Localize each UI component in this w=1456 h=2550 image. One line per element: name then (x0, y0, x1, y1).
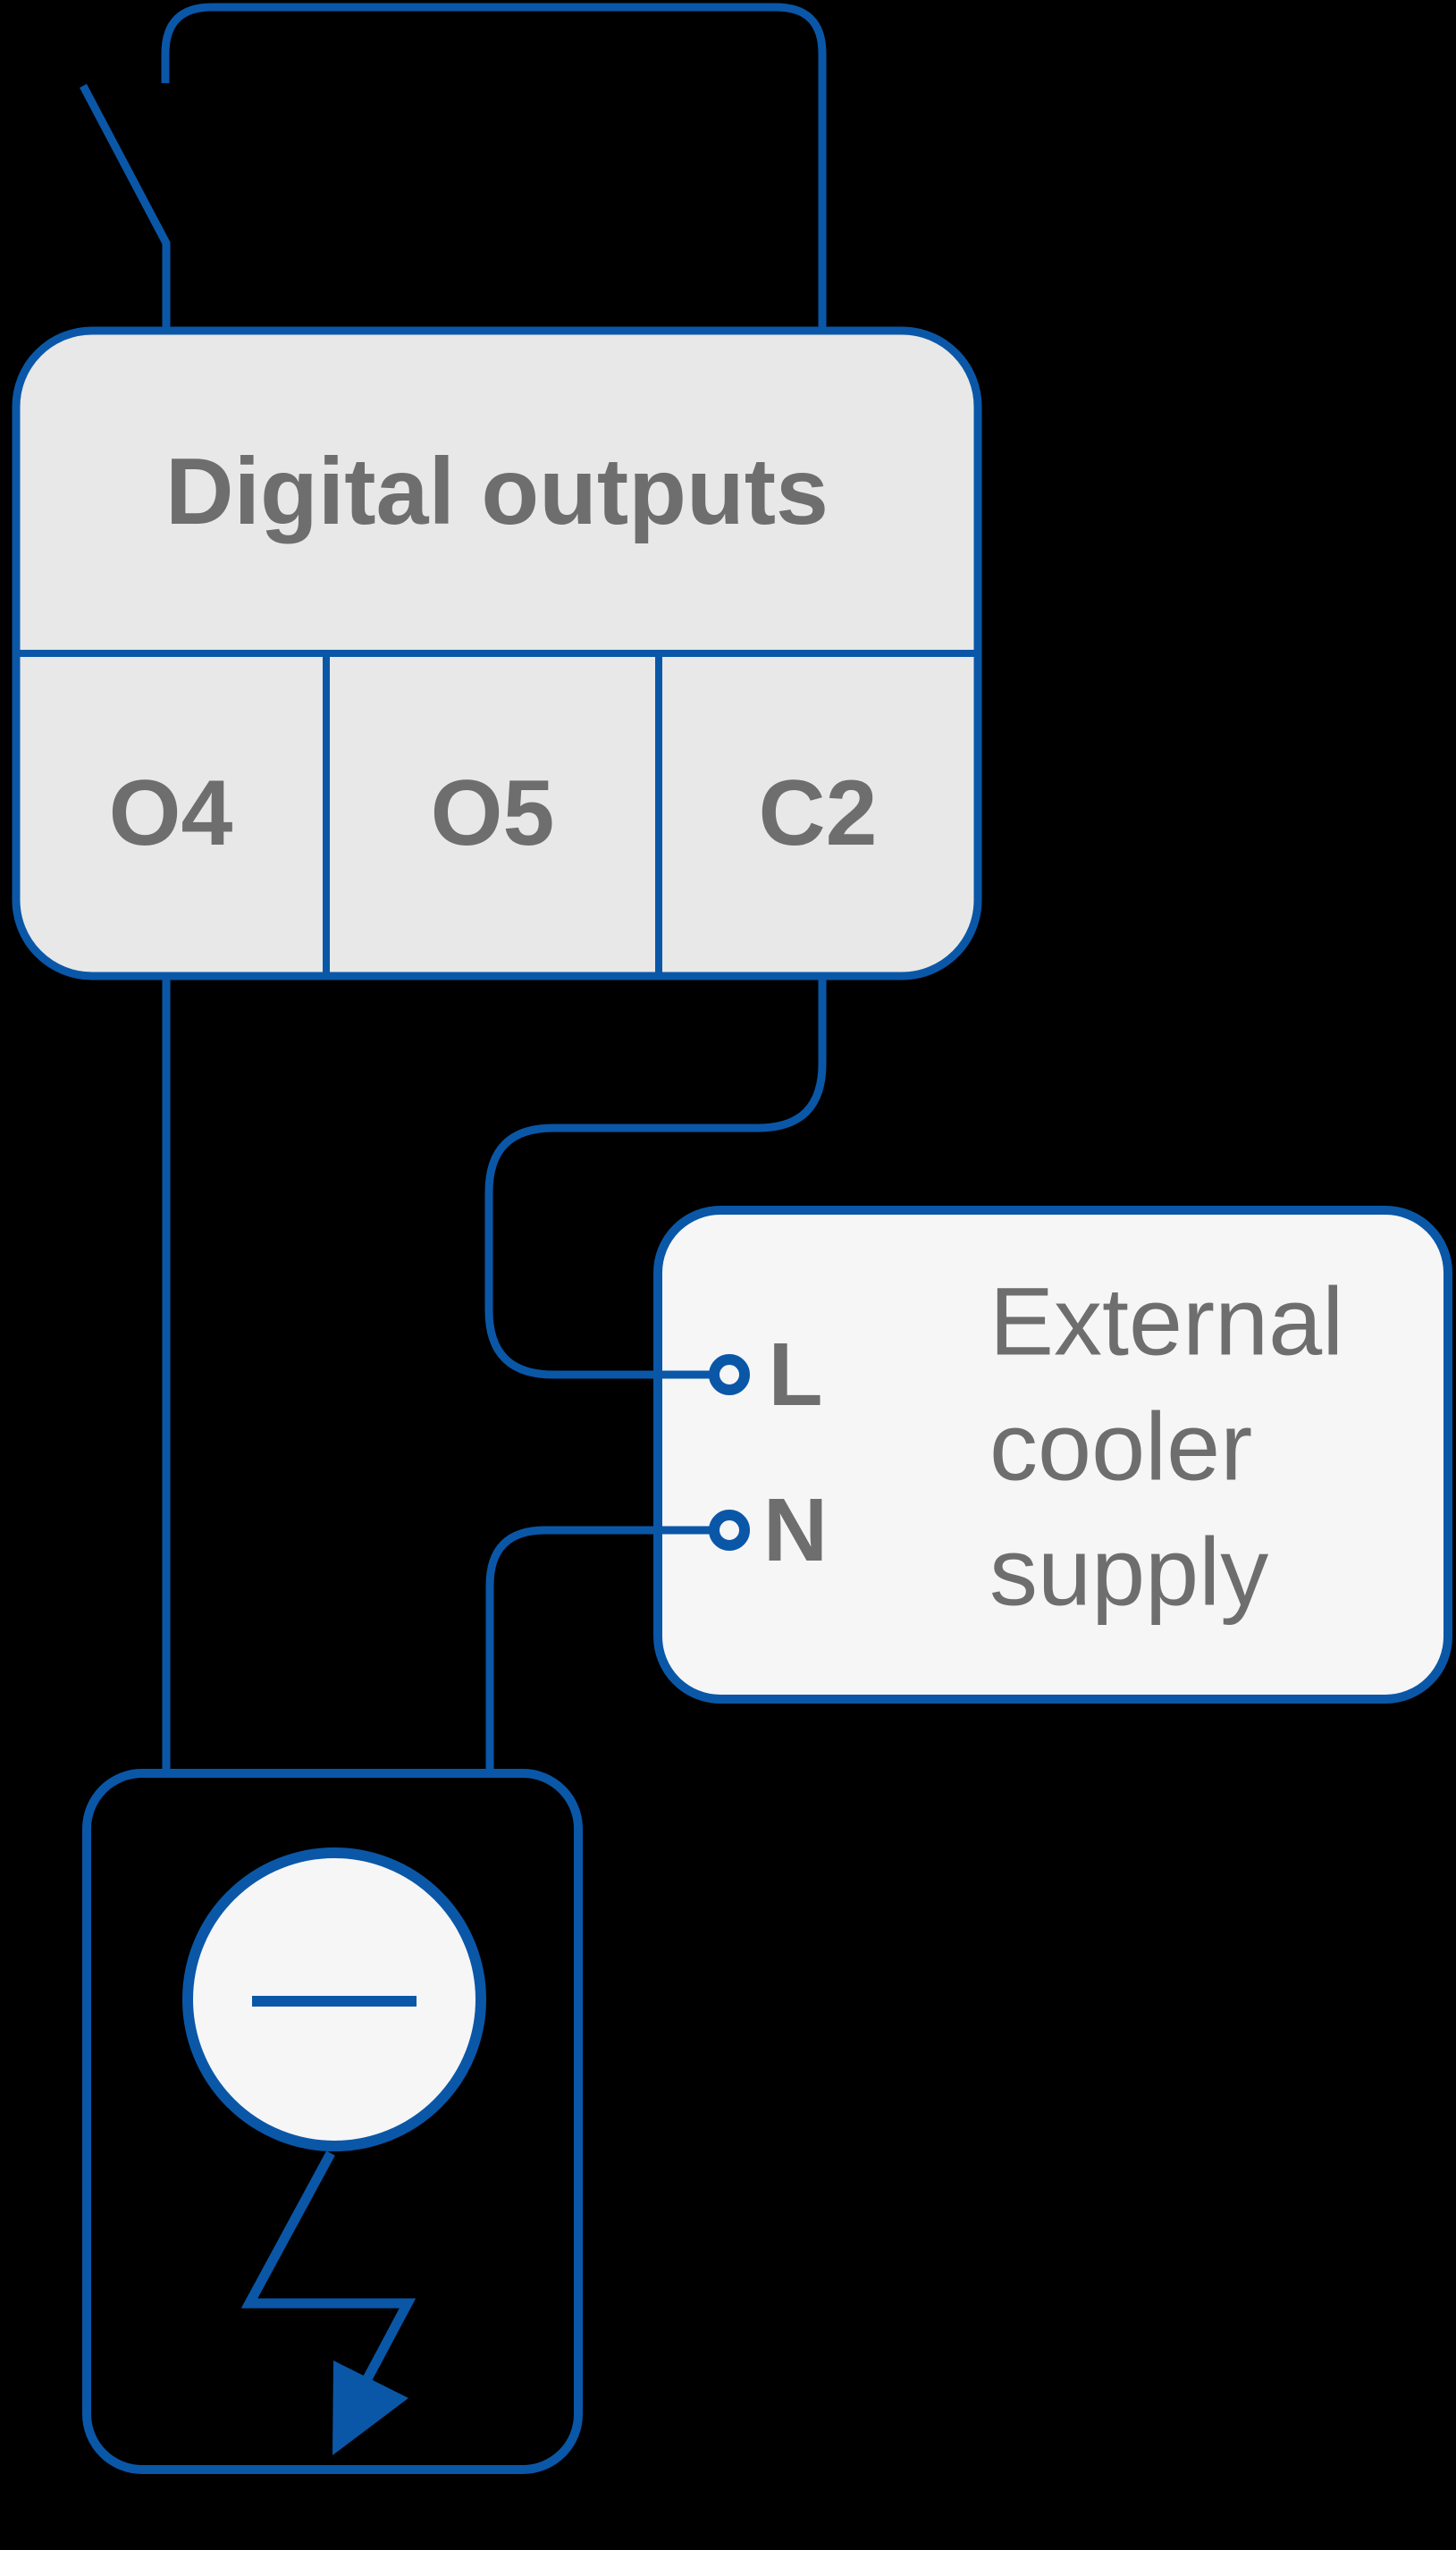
digital-outputs-block: Digital outputs O4 O5 C2 (12, 326, 982, 980)
lightning-arrowhead (332, 2361, 408, 2455)
terminal-label-o5: O5 (431, 762, 555, 865)
lightning-bolt-line (240, 2150, 417, 2388)
terminal-label-c2: C2 (759, 762, 878, 865)
cooler-label-line-3: supply (989, 1518, 1268, 1626)
lightning-bolt-icon (240, 2150, 417, 2455)
switch-to-c2-top-wire (161, 3, 827, 331)
open-switch-icon (80, 83, 171, 331)
terminal-l-label: L (768, 1325, 822, 1425)
mains-supply-block (82, 1769, 583, 2474)
c2-to-l-wire (484, 976, 827, 1379)
switch-blade (80, 83, 171, 331)
cooler-label-line-1: External (989, 1267, 1343, 1376)
cooler-label-line-2: cooler (989, 1393, 1252, 1501)
terminal-l-connector (709, 1354, 750, 1395)
n-to-supply-wire (485, 1526, 714, 1773)
digital-outputs-title: Digital outputs (165, 439, 829, 544)
external-cooler-supply-block: External cooler supply (653, 1206, 1452, 1704)
terminal-n-connector (709, 1510, 750, 1551)
terminal-label-o4: O4 (109, 762, 233, 865)
external-cooler-supply-box (653, 1206, 1452, 1704)
mains-supply-box (82, 1769, 583, 2474)
supply-source-icon (182, 1847, 486, 2151)
terminal-n-label: N (763, 1480, 828, 1580)
